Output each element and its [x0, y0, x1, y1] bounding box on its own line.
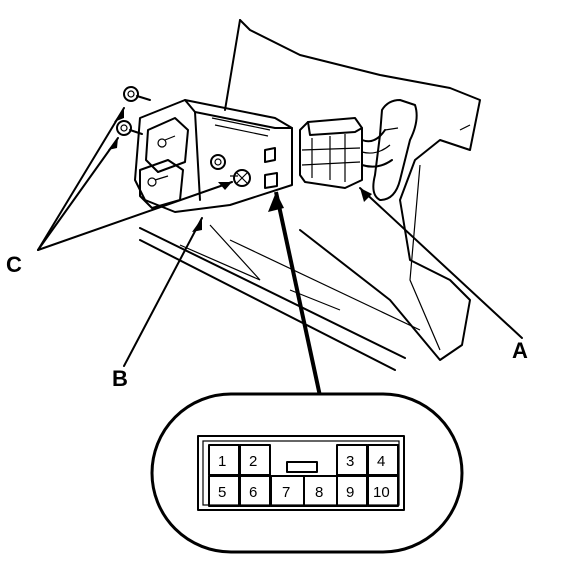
screw-c-upper	[123, 86, 151, 102]
trim-panel	[224, 19, 481, 361]
callout-a-label: A	[512, 338, 528, 363]
mounting-rails	[139, 224, 421, 371]
callout-c-label: C	[6, 252, 22, 277]
connector-face	[197, 435, 405, 511]
leader-lines	[37, 107, 523, 367]
pin-9: 9	[346, 484, 354, 501]
pin-10: 10	[373, 484, 390, 501]
pin-2: 2	[249, 453, 257, 470]
pin-3: 3	[346, 453, 354, 470]
callout-b-label: B	[112, 366, 128, 391]
pin-7: 7	[282, 484, 290, 501]
connector-pin-numbers: 1 2 3 4 5 6 7 8 9 10	[218, 453, 390, 501]
harness-connector-a	[299, 117, 393, 189]
panel-opening	[372, 99, 418, 201]
screw-c-lower	[116, 120, 143, 136]
pin-6: 6	[249, 484, 257, 501]
pin-8: 8	[315, 484, 323, 501]
switch-assembly-b	[134, 99, 293, 213]
detail-leader	[268, 191, 322, 397]
pin-5: 5	[218, 484, 226, 501]
pin-1: 1	[218, 453, 226, 470]
arrowheads	[108, 108, 372, 232]
pin-4: 4	[377, 453, 385, 470]
